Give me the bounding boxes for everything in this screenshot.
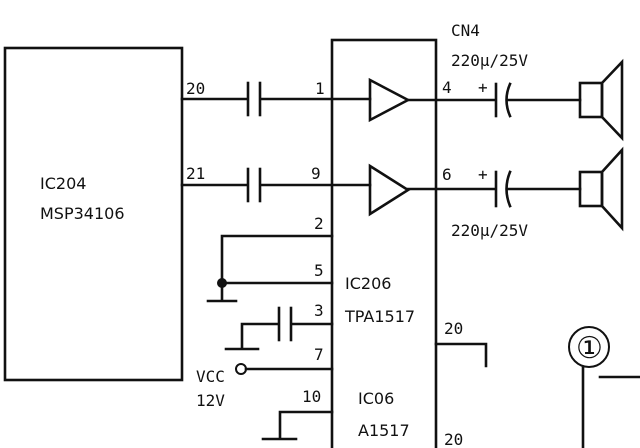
pin-6-label: 6	[442, 165, 452, 184]
junction-dot	[217, 278, 227, 288]
input-line-ch2: 21 9	[180, 164, 372, 203]
pin-20b-label: 20	[444, 430, 463, 448]
output-line-ch2: 6 +	[406, 165, 582, 208]
pin-20-label: 20	[186, 79, 205, 98]
speaker-icon	[578, 58, 624, 142]
ic206-part: TPA1517	[344, 307, 415, 326]
ic204-chip: IC204 MSP34106	[3, 46, 184, 382]
pin-3-label: 3	[314, 301, 324, 320]
cap-plus-bottom: +	[478, 165, 488, 184]
pin-9-label: 9	[311, 164, 321, 183]
vcc-voltage: 12V	[196, 391, 225, 410]
pin-7-label: 7	[314, 345, 324, 364]
amplifier-triangle-icon	[368, 77, 411, 123]
vcc-name: VCC	[196, 367, 225, 386]
pin20-stub-bottom: 20	[444, 430, 463, 448]
input-line-ch1: 20 1	[180, 79, 372, 117]
ic206-ref: IC206	[345, 274, 391, 293]
pin-5-label: 5	[314, 261, 324, 280]
output-line-ch1: 4 +	[406, 78, 582, 118]
ic06-part: A1517	[358, 421, 410, 440]
vcc-terminal	[235, 363, 247, 375]
cap-bottom-rating: 220μ/25V	[451, 221, 528, 240]
pin-2-label: 2	[314, 214, 324, 233]
ic06-ref: IC06	[358, 389, 394, 408]
vcc-net: 7 VCC 12V	[196, 345, 334, 410]
ic204-ref: IC204	[40, 174, 86, 193]
ic204-part: MSP34106	[40, 204, 125, 223]
pin20-stub-top: 20	[434, 319, 488, 368]
pin-20a-label: 20	[444, 319, 463, 338]
connector-label: CN4	[451, 21, 480, 40]
pin3-capacitor-net: 3	[240, 301, 334, 350]
cap-plus-top: +	[478, 78, 488, 97]
speaker-icon	[578, 146, 624, 232]
pin-1-label: 1	[315, 79, 325, 98]
pin10-ground-net: 10	[278, 387, 334, 440]
section-marker-label: ①	[576, 331, 603, 366]
section-marker: ①	[568, 326, 640, 448]
pin2-pin5-ground-net: 2 5	[217, 214, 334, 302]
cap-top-rating: 220μ/25V	[451, 51, 528, 70]
pin-4-label: 4	[442, 78, 452, 97]
ic206-chip: IC206 TPA1517 IC06 A1517	[330, 38, 438, 448]
pin-21-label: 21	[186, 164, 205, 183]
amplifier-triangle-icon	[368, 163, 411, 217]
pin-10-label: 10	[302, 387, 321, 406]
